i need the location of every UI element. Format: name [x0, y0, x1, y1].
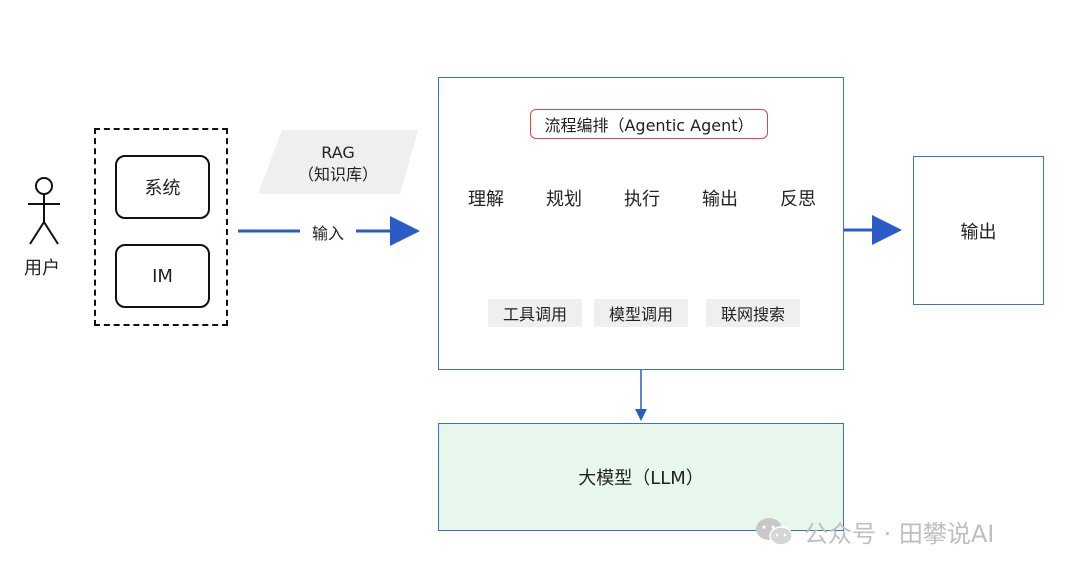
output-label: 输出: [960, 221, 997, 243]
rag-label: RAG （知识库）: [282, 142, 394, 186]
step-label-reflect: 反思: [780, 189, 816, 210]
tool-tag-tool-call: 工具调用: [488, 299, 582, 327]
step-label-plan: 规划: [546, 189, 582, 210]
tool-tag-model-call: 模型调用: [594, 299, 688, 327]
rag-shape: [258, 130, 418, 194]
llm-label: 大模型（LLM）: [578, 468, 704, 489]
im-label: IM: [152, 265, 173, 287]
rag-subtitle: （知识库）: [297, 165, 378, 184]
rag-title: RAG: [321, 143, 355, 162]
wechat-icon: [756, 517, 793, 546]
system-box: 系统: [115, 155, 210, 219]
system-label: 系统: [144, 178, 181, 199]
step-label-output: 输出: [702, 189, 738, 210]
user-label: 用户: [24, 258, 60, 279]
watermark-text: 公众号 · 田攀说AI: [804, 520, 995, 548]
input-label: 输入: [300, 220, 356, 244]
llm-box: 大模型（LLM）: [438, 423, 844, 531]
user-figure-icon: [28, 177, 60, 245]
flow-title: 流程编排（Agentic Agent）: [530, 109, 768, 139]
step-label-understand: 理解: [468, 189, 504, 210]
tool-tag-web-search: 联网搜索: [706, 299, 800, 327]
watermark: 公众号 · 田攀说AI: [754, 514, 994, 549]
output-box: 输出: [913, 156, 1044, 305]
step-label-execute: 执行: [624, 189, 660, 210]
sources-container: [94, 128, 228, 326]
im-box: IM: [115, 244, 210, 308]
